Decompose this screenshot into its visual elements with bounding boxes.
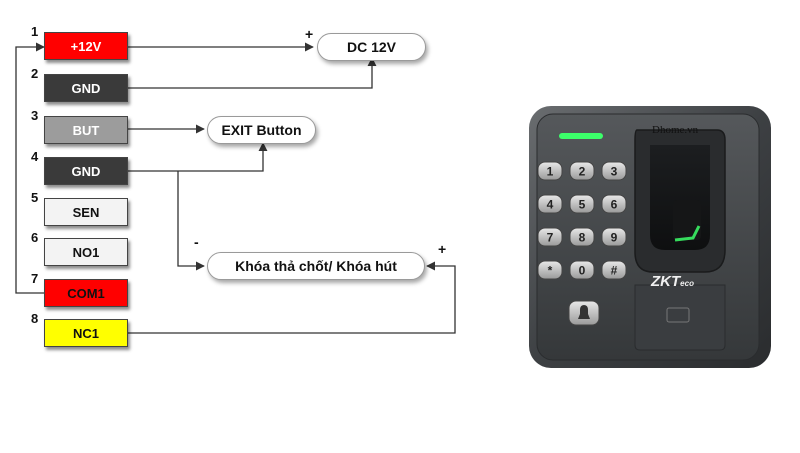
watermark-text: Dhome.vn — [652, 124, 699, 136]
pin-label-7: COM1 — [44, 279, 128, 307]
svg-text:4: 4 — [547, 198, 554, 212]
pin-label-3: BUT — [44, 116, 128, 144]
svg-text:2: 2 — [579, 165, 586, 179]
wire-gnd-exit — [128, 142, 268, 172]
lock-minus-sign: - — [194, 234, 199, 250]
svg-text:6: 6 — [611, 198, 618, 212]
key-star: * — [537, 260, 563, 280]
key-1: 1 — [537, 161, 563, 181]
pin-label-1: +12V — [44, 32, 128, 60]
key-6: 6 — [601, 194, 627, 214]
pin-number-4: 4 — [31, 149, 39, 164]
bell-icon — [578, 305, 590, 319]
svg-text:5: 5 — [579, 198, 586, 212]
keypad: 1 2 3 4 5 6 7 8 9 * 0 # — [537, 161, 627, 280]
exit-button-label: EXIT Button — [207, 116, 316, 144]
key-3: 3 — [601, 161, 627, 181]
key-5: 5 — [569, 194, 595, 214]
pin-number-5: 5 — [31, 190, 39, 205]
pin-number-7: 7 — [31, 271, 39, 286]
brand-logo: ZKTeco — [651, 273, 694, 290]
dc-plus-sign: + — [305, 26, 314, 42]
pin-number-3: 3 — [31, 108, 39, 123]
pin-number-8: 8 — [31, 311, 39, 326]
svg-text:*: * — [548, 264, 553, 278]
wire-com1-12v — [15, 42, 45, 294]
pin-label-6: NO1 — [44, 238, 128, 266]
svg-text:1: 1 — [547, 165, 554, 179]
lock-label: Khóa thả chốt/ Khóa hút — [207, 252, 425, 280]
brand-suffix: eco — [680, 279, 694, 288]
pin-label-8: NC1 — [44, 319, 128, 347]
key-8: 8 — [569, 227, 595, 247]
key-9: 9 — [601, 227, 627, 247]
pin-label-2: GND — [44, 74, 128, 102]
svg-text:#: # — [611, 264, 618, 278]
svg-text:3: 3 — [611, 165, 618, 179]
pin-number-6: 6 — [31, 230, 39, 245]
status-led — [559, 133, 603, 139]
wire-gnd-dc — [128, 57, 377, 89]
key-2: 2 — [569, 161, 595, 181]
key-4: 4 — [537, 194, 563, 214]
fingerprint-terminal-image: 1 2 3 4 5 6 7 8 9 * 0 # — [529, 106, 771, 368]
svg-text:7: 7 — [547, 231, 554, 245]
pin-number-2: 2 — [31, 66, 39, 81]
key-7: 7 — [537, 227, 563, 247]
svg-text:0: 0 — [579, 264, 586, 278]
wire-gnd-lock — [177, 171, 205, 271]
lock-plus-sign: + — [438, 241, 447, 257]
svg-text:9: 9 — [611, 231, 618, 245]
pin-label-5: SEN — [44, 198, 128, 226]
pin-number-1: 1 — [31, 24, 39, 39]
key-0: 0 — [569, 260, 595, 280]
pin-label-4: GND — [44, 157, 128, 185]
key-hash: # — [601, 260, 627, 280]
dc-12v-label: DC 12V — [317, 33, 426, 61]
svg-text:8: 8 — [579, 231, 586, 245]
wire-nc1-lock — [128, 261, 456, 334]
card-reader-area — [634, 284, 726, 351]
